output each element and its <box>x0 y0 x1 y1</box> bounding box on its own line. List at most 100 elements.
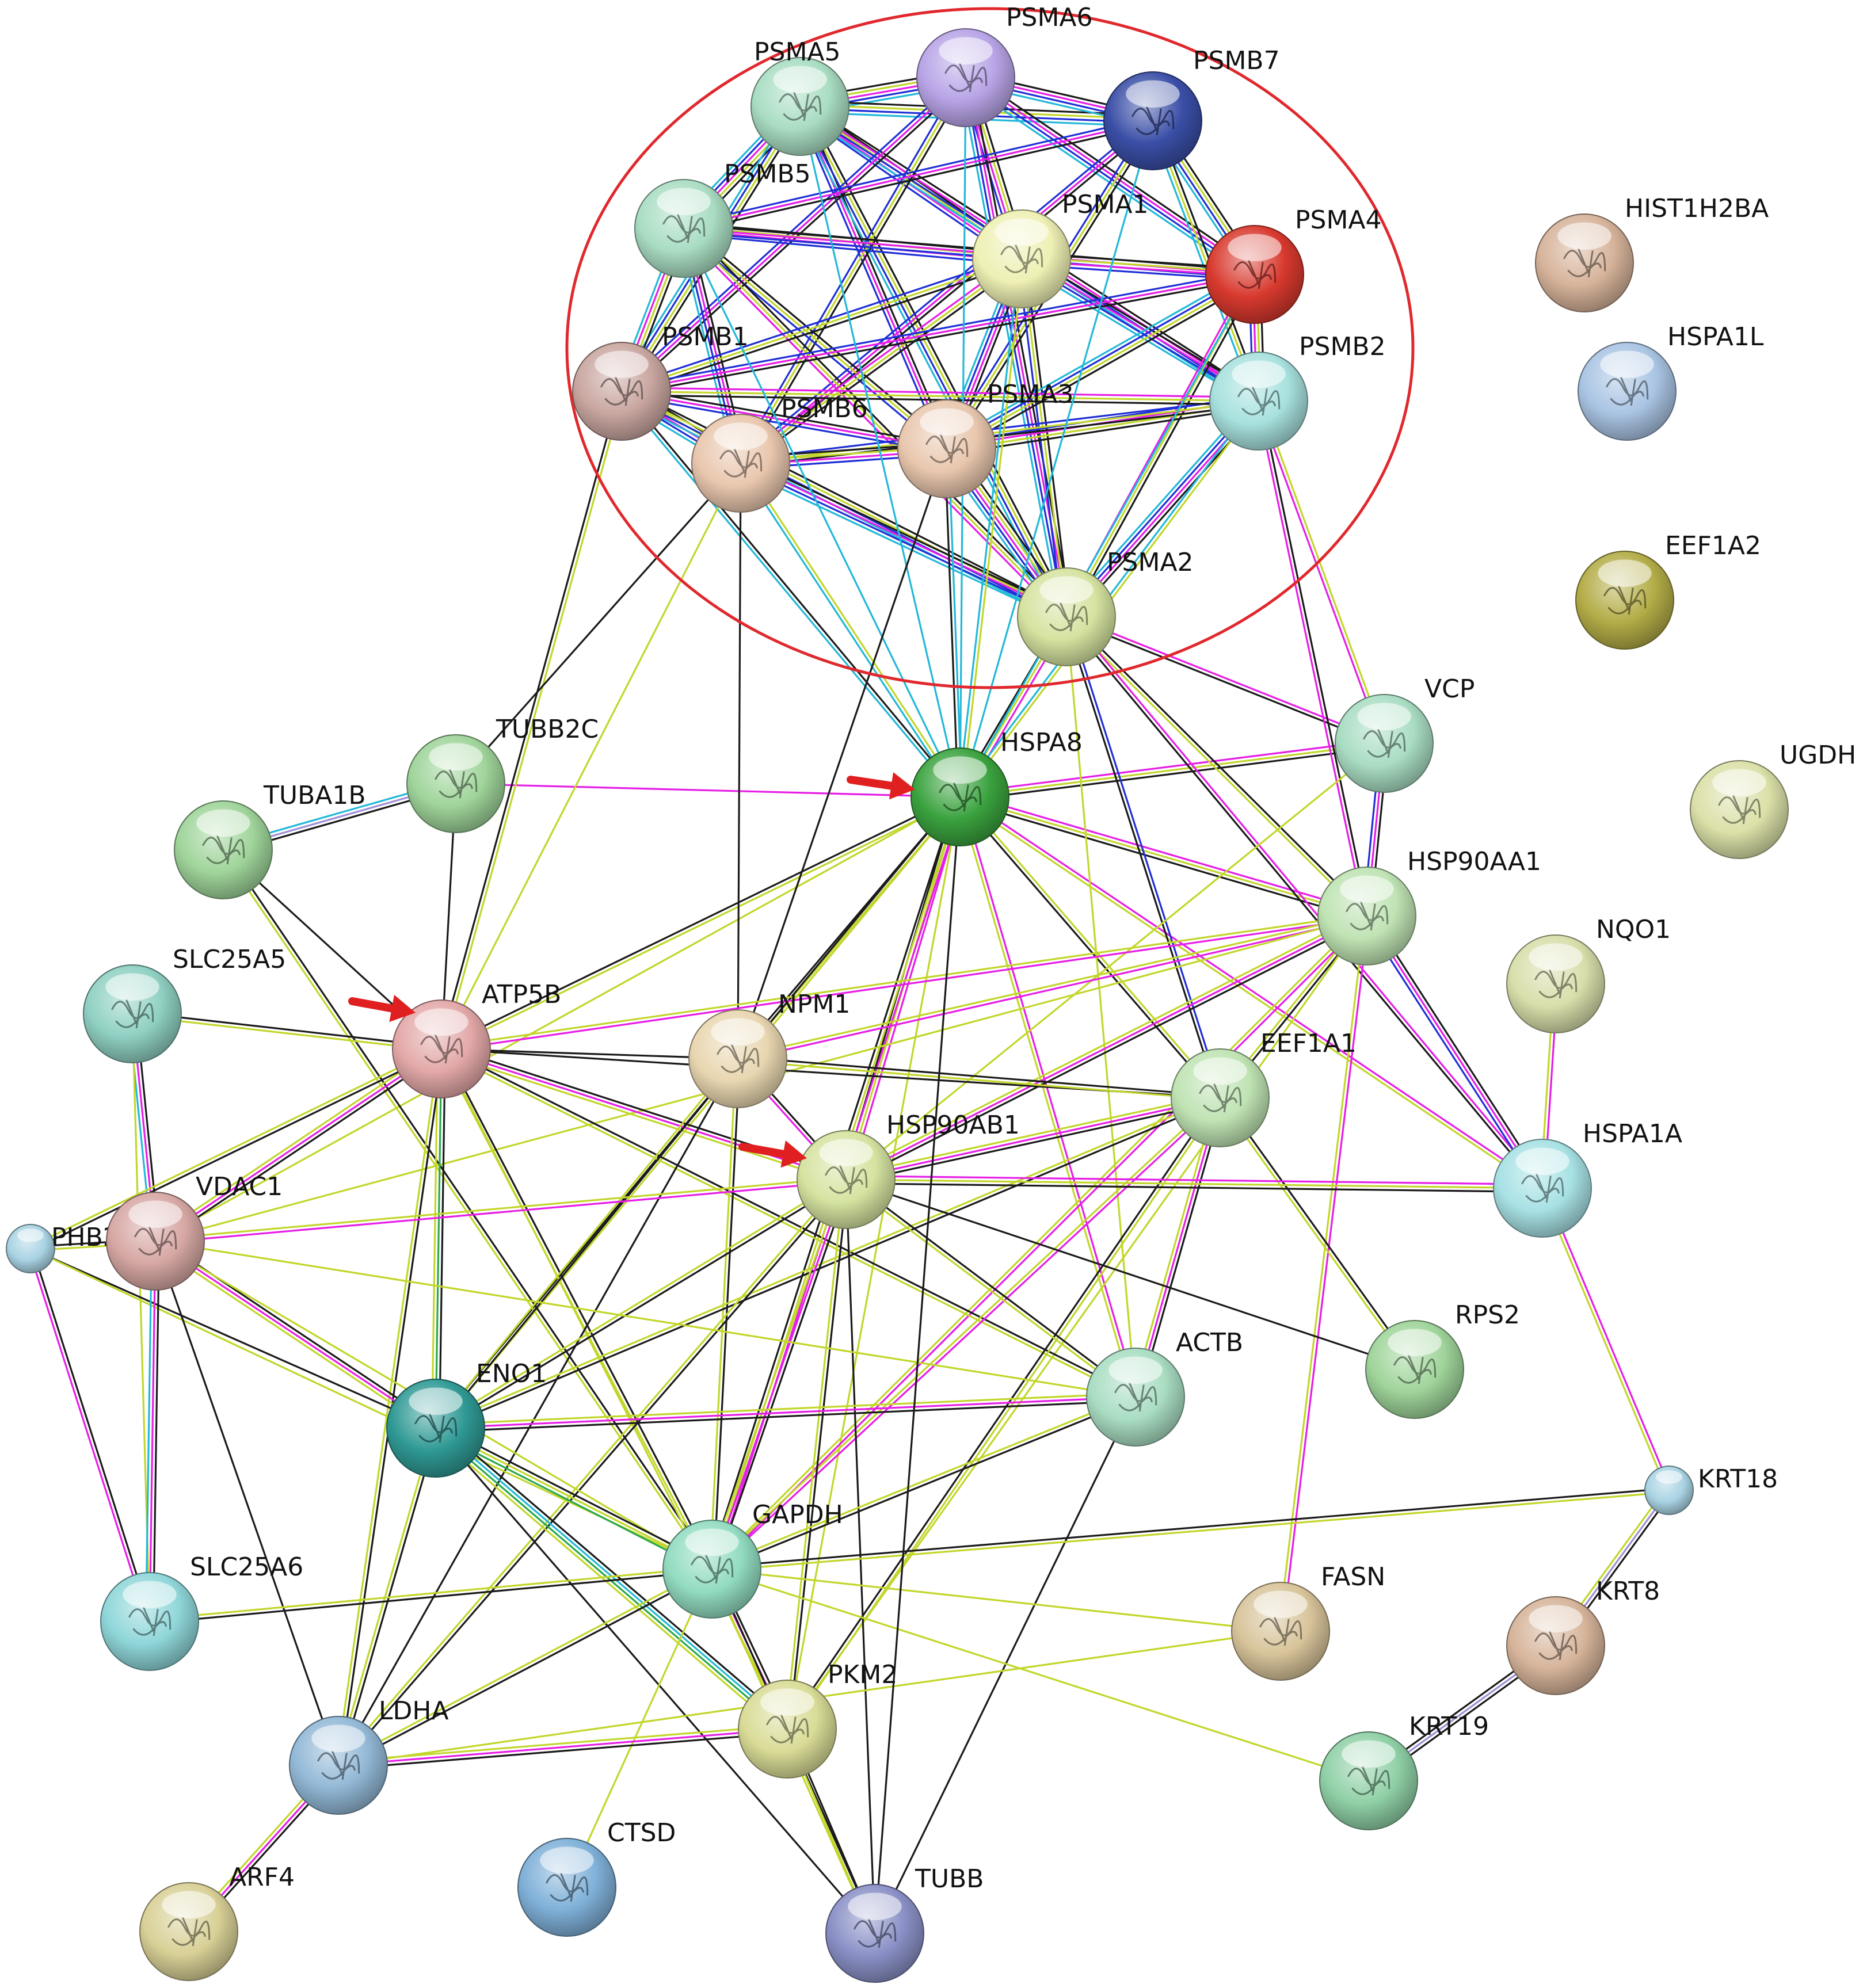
edge-line-black <box>946 406 1261 456</box>
node-psma6[interactable]: PSMA6 <box>916 3 1093 127</box>
node-label: KRT19 <box>1409 1712 1489 1741</box>
node-npm1[interactable]: NPM1 <box>688 990 850 1108</box>
node-psmb2[interactable]: PSMB2 <box>1209 332 1386 451</box>
edge-line-magenta <box>440 917 1369 1052</box>
node-label: PSMA1 <box>1062 190 1149 219</box>
protein-structure-icon <box>1362 728 1406 758</box>
edge-line-magenta <box>620 386 1260 399</box>
node-label: PKM2 <box>828 1660 897 1689</box>
node-pkm2[interactable]: PKM2 <box>738 1660 897 1779</box>
edge-line-black <box>683 123 1155 233</box>
node-label: PSMA4 <box>1295 205 1382 235</box>
node-arf4[interactable]: ARF4 <box>139 1863 295 1981</box>
node-psma5[interactable]: PSMA5 <box>750 37 849 156</box>
node-hspa8[interactable]: HSPA8 <box>910 728 1083 846</box>
edge-eno1-gapdh <box>433 1424 715 1574</box>
edge-npm1-eef1a1 <box>737 1056 1221 1101</box>
node-sheen <box>1712 769 1766 797</box>
protein-structure-icon <box>1347 1766 1390 1796</box>
protein-structure-icon <box>111 999 154 1029</box>
node-vdac1[interactable]: VDAC1 <box>106 1172 283 1291</box>
protein-structure-icon <box>1521 1173 1564 1203</box>
edge-line-cyan <box>799 105 961 798</box>
edge-psmb1-atp5b <box>439 390 624 1051</box>
node-slc25a6[interactable]: SLC25A6 <box>100 1552 303 1671</box>
edges-layer <box>28 69 1673 1935</box>
node-label: LDHA <box>379 1696 449 1726</box>
node-hspa1a[interactable]: HSPA1A <box>1493 1119 1682 1238</box>
edge-line-black <box>436 1059 741 1430</box>
node-fasn[interactable]: FASN <box>1231 1562 1385 1681</box>
edge-line-magenta <box>455 783 961 798</box>
edge-line-blue <box>1362 917 1541 1192</box>
edge-line-black <box>737 448 948 1060</box>
node-hist1h2ba[interactable]: HIST1H2BA <box>1535 194 1769 312</box>
edge-line-lime <box>741 461 963 797</box>
node-label: PSMB7 <box>1193 46 1280 75</box>
node-sheen <box>409 1387 463 1415</box>
node-hspa1l[interactable]: HSPA1L <box>1578 322 1764 441</box>
node-psmb1[interactable]: PSMB1 <box>572 322 749 441</box>
node-rps2[interactable]: RPS2 <box>1365 1300 1520 1419</box>
edge-line-magenta <box>1066 614 1386 743</box>
edge-line-magenta <box>960 794 1545 1188</box>
edge-gapdh-fasn <box>711 1568 1282 1632</box>
node-psma4[interactable]: PSMA4 <box>1205 205 1382 324</box>
edge-line-magenta <box>154 1048 443 1242</box>
node-ugdh[interactable]: UGDH <box>1690 741 1856 859</box>
node-gapdh[interactable]: GAPDH <box>662 1500 843 1619</box>
node-psmb7[interactable]: PSMB7 <box>1103 46 1280 170</box>
node-label: PSMA3 <box>987 380 1074 409</box>
node-ldha[interactable]: LDHA <box>289 1696 449 1815</box>
node-psma2[interactable]: PSMA2 <box>1017 548 1194 666</box>
protein-structure-icon <box>1345 901 1389 931</box>
node-eef1a1[interactable]: EEF1A1 <box>1171 1029 1357 1147</box>
edge-line-lime <box>710 1394 1136 1569</box>
node-tubb[interactable]: TUBB <box>825 1864 984 1983</box>
edge-psma2-eef1a1 <box>1064 615 1223 1100</box>
node-atp5b[interactable]: ATP5B <box>392 980 561 1098</box>
edge-line-black <box>685 224 950 447</box>
node-vcp[interactable]: VCP <box>1335 674 1475 793</box>
edge-line-blue <box>944 272 1255 448</box>
edge-hspa8-psmb5 <box>683 227 961 798</box>
edge-line-magenta <box>740 120 1154 464</box>
edge-line-black <box>711 1487 1670 1569</box>
protein-structure-icon <box>167 1917 211 1947</box>
edge-line-magenta <box>680 230 1065 621</box>
node-label: HSP90AA1 <box>1407 847 1541 876</box>
edge-line-cyan <box>957 258 1021 798</box>
protein-structure-icon <box>690 1554 734 1584</box>
node-psmb5[interactable]: PSMB5 <box>634 159 811 278</box>
node-krt19[interactable]: KRT19 <box>1319 1712 1489 1830</box>
node-sheen <box>162 1891 216 1919</box>
edge-hspa8-hspa1a <box>958 794 1545 1191</box>
edge-line-magenta <box>966 75 1257 274</box>
node-actb[interactable]: ACTB <box>1086 1328 1243 1447</box>
node-psmb6[interactable]: PSMB6 <box>691 394 868 513</box>
node-phb2[interactable]: PHB2 <box>6 1223 119 1273</box>
edge-gapdh-krt19 <box>711 1568 1370 1782</box>
node-eef1a2[interactable]: EEF1A2 <box>1575 531 1761 650</box>
edge-hsp90ab1-actb <box>844 1177 1138 1400</box>
node-nqo1[interactable]: NQO1 <box>1506 915 1671 1033</box>
node-psma3[interactable]: PSMA3 <box>897 380 1074 498</box>
node-krt18[interactable]: KRT18 <box>1644 1464 1778 1515</box>
node-tubb2c[interactable]: TUBB2C <box>406 715 599 833</box>
node-ctsd[interactable]: CTSD <box>517 1818 676 1937</box>
protein-structure-icon <box>1717 795 1761 825</box>
edge-line-black <box>338 1570 714 1768</box>
node-label: EEF1A1 <box>1260 1029 1357 1058</box>
edge-line-black <box>435 1098 1222 1431</box>
edge-line-magenta <box>440 1048 847 1181</box>
edge-line-black <box>874 796 961 1934</box>
node-slc25a5[interactable]: SLC25A5 <box>83 945 286 1063</box>
node-psma1[interactable]: PSMA1 <box>972 190 1149 308</box>
node-eno1[interactable]: ENO1 <box>386 1359 547 1478</box>
protein-structure-icon <box>1603 585 1647 615</box>
edge-line-magenta <box>740 460 1068 616</box>
node-tuba1b[interactable]: TUBA1B <box>174 781 366 899</box>
node-hsp90ab1[interactable]: HSP90AB1 <box>797 1111 1020 1229</box>
node-krt8[interactable]: KRT8 <box>1506 1577 1660 1695</box>
node-hsp90aa1[interactable]: HSP90AA1 <box>1317 847 1541 966</box>
